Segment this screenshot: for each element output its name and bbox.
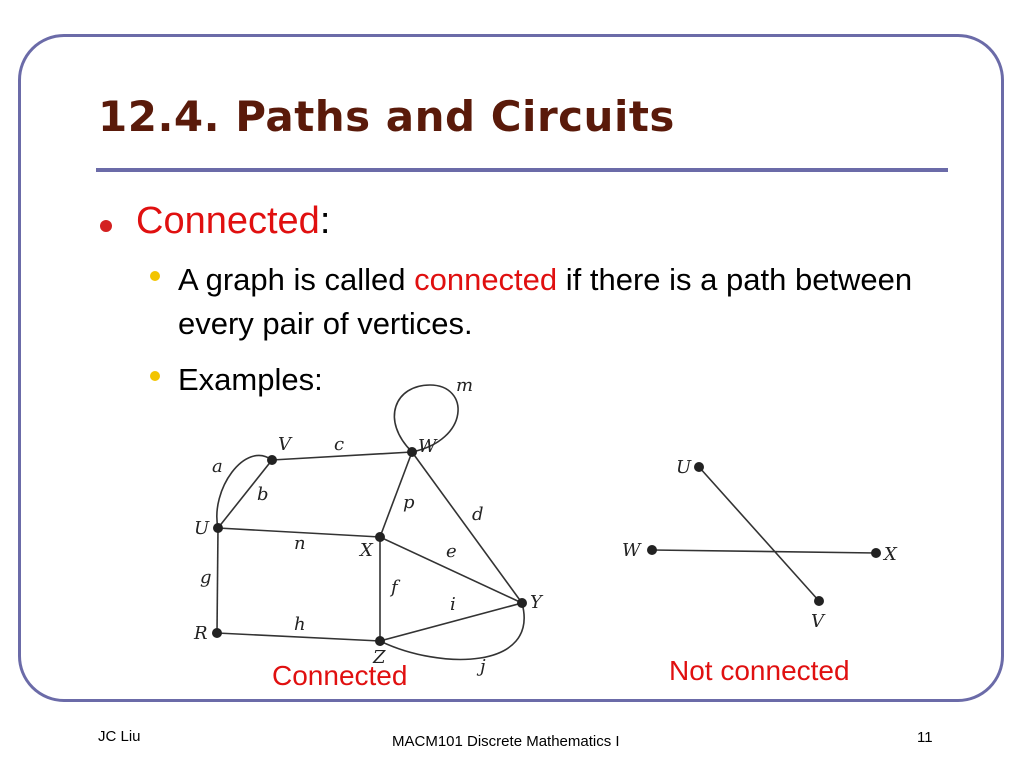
label-edge-m: m [456, 375, 473, 396]
label-edge-d: d [472, 504, 484, 525]
definition-term: connected [414, 262, 558, 297]
graph-connected [216, 384, 525, 661]
label-edge-f: f [389, 577, 401, 598]
label-edge-i: i [450, 594, 456, 615]
label-V2: V [811, 611, 826, 632]
edge-e [379, 536, 523, 604]
edge-UV [698, 466, 820, 602]
edge-m [393, 384, 459, 453]
definition-prefix: A graph is called [178, 262, 415, 297]
footer-page-number: 11 [917, 729, 933, 746]
edge-h [216, 632, 381, 642]
label-U: U [194, 518, 210, 539]
slide-title: 12.4. Paths and Circuits [98, 92, 675, 141]
vertex-U2 [694, 462, 704, 472]
graph-connected-vertices [212, 447, 527, 646]
label-R: R [193, 623, 208, 644]
bullet-dot-icon [100, 220, 112, 232]
vertex-Z [375, 636, 385, 646]
label-edge-c: c [334, 434, 344, 455]
caption-connected: Connected [272, 660, 408, 691]
bullet-colon: : [319, 200, 331, 242]
caption-not-connected: Not connected [669, 655, 850, 686]
label-W: W [418, 436, 438, 457]
definition-text: A graph is called connected if there is … [178, 258, 938, 346]
label-Z: Z [372, 647, 386, 668]
graph-not-connected [651, 466, 877, 602]
vertex-Y [517, 598, 527, 608]
vertex-U [213, 523, 223, 533]
label-edge-n: n [294, 533, 306, 554]
vertex-V2 [814, 596, 824, 606]
sub-bullet-dot-icon [150, 271, 160, 281]
label-Y: Y [530, 592, 544, 613]
edge-WX [651, 549, 877, 554]
edge-b [217, 459, 273, 529]
label-edge-j: j [476, 656, 486, 677]
label-edge-g: g [200, 567, 212, 588]
examples-text: Examples: [178, 362, 323, 397]
label-U2: U [676, 457, 692, 478]
graph-not-connected-vertices [647, 462, 881, 606]
vertex-X2 [871, 548, 881, 558]
footer-course: MACM101 Discrete Mathematics I [392, 733, 620, 750]
vertex-W2 [647, 545, 657, 555]
term-connected: Connected [136, 200, 320, 242]
label-X2: X [882, 544, 898, 565]
sub-bullet-dot-icon [150, 371, 160, 381]
vertex-R [212, 628, 222, 638]
edge-j [379, 602, 525, 661]
edge-g [216, 527, 219, 634]
vertex-W [407, 447, 417, 457]
label-edge-a: a [212, 456, 223, 477]
vertex-X [375, 532, 385, 542]
edge-d [411, 451, 523, 604]
label-X: X [358, 540, 374, 561]
edge-n [217, 527, 381, 538]
label-edge-h: h [294, 614, 306, 635]
slide-frame [18, 34, 1004, 702]
footer-author: JC Liu [98, 728, 141, 745]
label-edge-p: p [403, 492, 415, 513]
edge-a [216, 454, 273, 529]
label-W2: W [622, 540, 642, 561]
label-V: V [278, 434, 293, 455]
label-edge-e: e [446, 541, 457, 562]
vertex-V [267, 455, 277, 465]
title-divider [96, 168, 948, 172]
definition-suffix: if there is a path between every pair of… [178, 262, 913, 341]
label-edge-b: b [257, 484, 269, 505]
edge-p [379, 451, 413, 538]
edge-c [271, 451, 413, 461]
bullet-text: Connected: [136, 200, 330, 243]
edge-i [379, 602, 523, 642]
